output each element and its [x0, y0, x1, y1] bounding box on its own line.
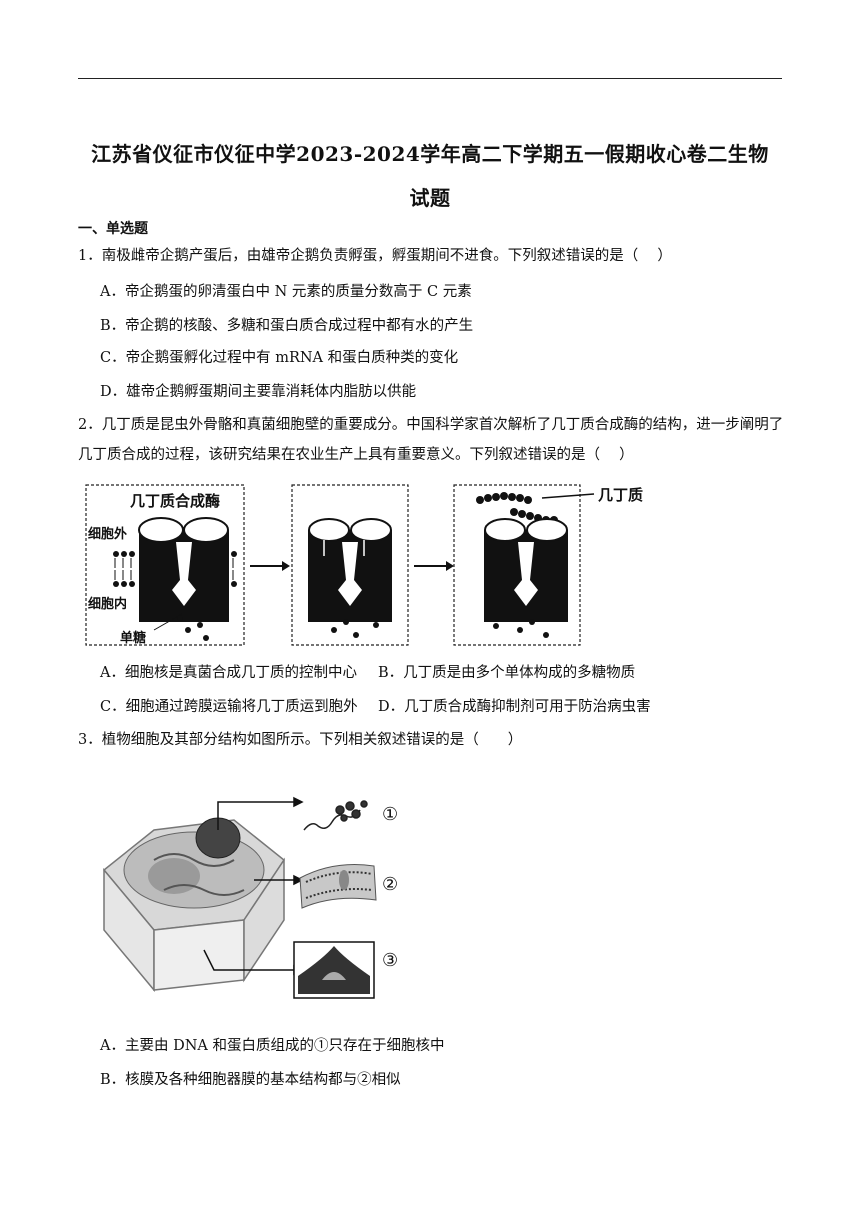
enzyme-label: 几丁质合成酶: [130, 492, 220, 510]
enzyme-body-1: [138, 517, 229, 622]
panel-3-frame: [453, 484, 581, 646]
cell-wall-detail: [293, 941, 375, 999]
marker-1: ①: [382, 804, 398, 825]
question-1-option-a: A．帝企鹅蛋的卵清蛋白中 N 元素的质量分数高于 C 元素: [100, 284, 472, 300]
chitin-label: 几丁质: [598, 486, 643, 504]
enzyme-body-2: [308, 518, 392, 622]
monomers-1: [177, 615, 209, 641]
monomers-3: [493, 619, 549, 638]
question-1-option-c: C．帝企鹅蛋孵化过程中有 mRNA 和蛋白质种类的变化: [100, 350, 459, 366]
enzyme-body-3: [484, 518, 568, 622]
plant-cell-illustration: [102, 817, 286, 993]
question-1-option-b: B．帝企鹅的核酸、多糖和蛋白质合成过程中都有水的产生: [100, 318, 474, 334]
question-2-option-c: C．细胞通过跨膜运输将几丁质运到胞外: [100, 699, 358, 715]
question-2-option-b: B．几丁质是由多个单体构成的多糖物质: [378, 665, 636, 681]
chromatin-detail: [303, 800, 368, 831]
question-3-option-a: A．主要由 DNA 和蛋白质组成的①只存在于细胞核中: [100, 1038, 445, 1054]
document-title-line2: 试题: [409, 186, 451, 210]
inside-label: 细胞内: [88, 596, 127, 612]
arrow-2: [414, 561, 454, 571]
section-heading: 一、单选题: [78, 221, 148, 237]
header-rule: [78, 78, 782, 79]
chitin-synthase-figure: 几丁质合成酶 细胞外 细胞内 单糖: [85, 484, 643, 646]
question-2-option-d: D．几丁质合成酶抑制剂可用于防治病虫害: [378, 699, 651, 715]
plant-cell-figure: ① ② ③: [102, 796, 398, 999]
monomers-2: [331, 619, 379, 638]
membrane-right-1: [231, 551, 237, 587]
question-3-option-b: B．核膜及各种细胞器膜的基本结构都与②相似: [100, 1072, 401, 1088]
panel-1-frame: [85, 484, 245, 646]
membrane-detail: [299, 864, 377, 909]
marker-2: ②: [382, 874, 398, 895]
question-2-stem: 2．几丁质是昆虫外骨骼和真菌细胞壁的重要成分。中国科学家首次解析了几丁质合成酶的…: [78, 417, 784, 463]
membrane-left-1: [113, 551, 135, 587]
question-2-option-a: A．细胞核是真菌合成几丁质的控制中心: [100, 665, 357, 681]
question-3-stem: 3．植物细胞及其部分结构如图所示。下列相关叙述错误的是（ ）: [78, 732, 523, 748]
chitin-chain: [476, 492, 558, 524]
marker-3: ③: [382, 950, 398, 971]
monosaccharide-label: 单糖: [120, 630, 146, 646]
panel-2-frame: [291, 484, 409, 646]
arrow-1: [250, 561, 290, 571]
question-1-stem: 1．南极雌帝企鹅产蛋后，由雄帝企鹅负责孵蛋，孵蛋期间不进食。下列叙述错误的是（ …: [78, 248, 672, 264]
outside-label: 细胞外: [88, 526, 127, 542]
question-1-option-d: D．雄帝企鹅孵蛋期间主要靠消耗体内脂肪以供能: [100, 384, 417, 400]
document-title: 江苏省仪征市仪征中学2023-2024学年高二下学期五一假期收心卷二生物: [91, 142, 769, 166]
